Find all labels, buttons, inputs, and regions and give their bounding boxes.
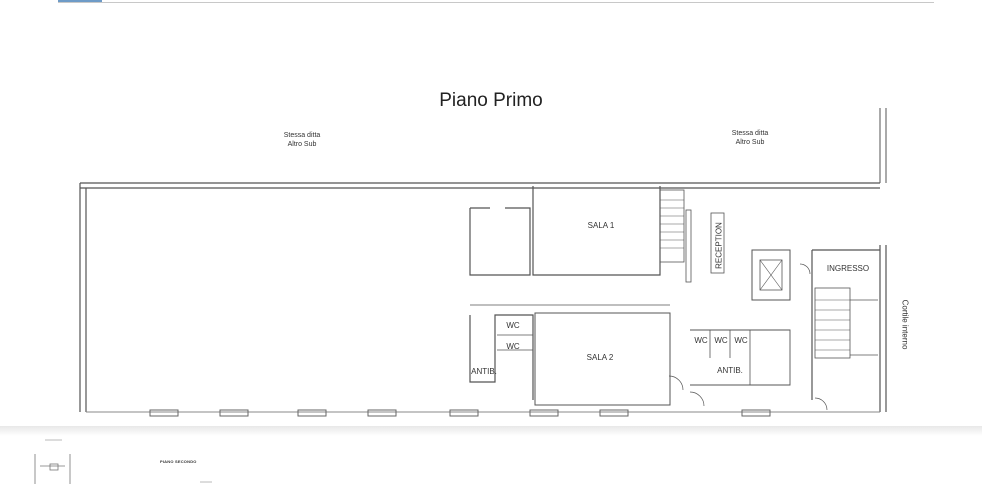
room-label-antibagno-2: ANTIB. (717, 366, 743, 375)
next-page-thumbnail (34, 439, 212, 484)
room-label-sala-1: SALA 1 (587, 221, 615, 230)
top-toolbar (0, 0, 982, 4)
room-label-sala-2: SALA 2 (586, 353, 614, 362)
room-label-wc-5: WC (734, 336, 748, 345)
next-page-preview[interactable] (0, 436, 982, 484)
neighbor-label-left: Stessa ditta Altro Sub (283, 132, 321, 148)
room-label-ingresso: INGRESSO (826, 264, 870, 273)
page-separator (0, 426, 982, 436)
plan-title: Piano Primo (439, 90, 543, 111)
neighbor-label-right: Stessa ditta Altro Sub (731, 130, 769, 146)
room-label-wc-4: WC (714, 336, 728, 345)
room-label-wc-2: WC (506, 342, 520, 351)
next-page-title: PIANO SECONDO (160, 459, 197, 464)
room-label-reception: RECEPTION (714, 222, 724, 269)
room-label-cortile-interno: Cortile interno (900, 299, 910, 350)
floor-plan-page (58, 86, 922, 428)
active-tab-indicator[interactable] (58, 0, 102, 3)
room-label-antibagno-1: ANTIB. (471, 367, 497, 376)
room-label-wc-1: WC (506, 321, 520, 330)
room-label-wc-3: WC (694, 336, 708, 345)
toolbar-divider (58, 2, 934, 3)
